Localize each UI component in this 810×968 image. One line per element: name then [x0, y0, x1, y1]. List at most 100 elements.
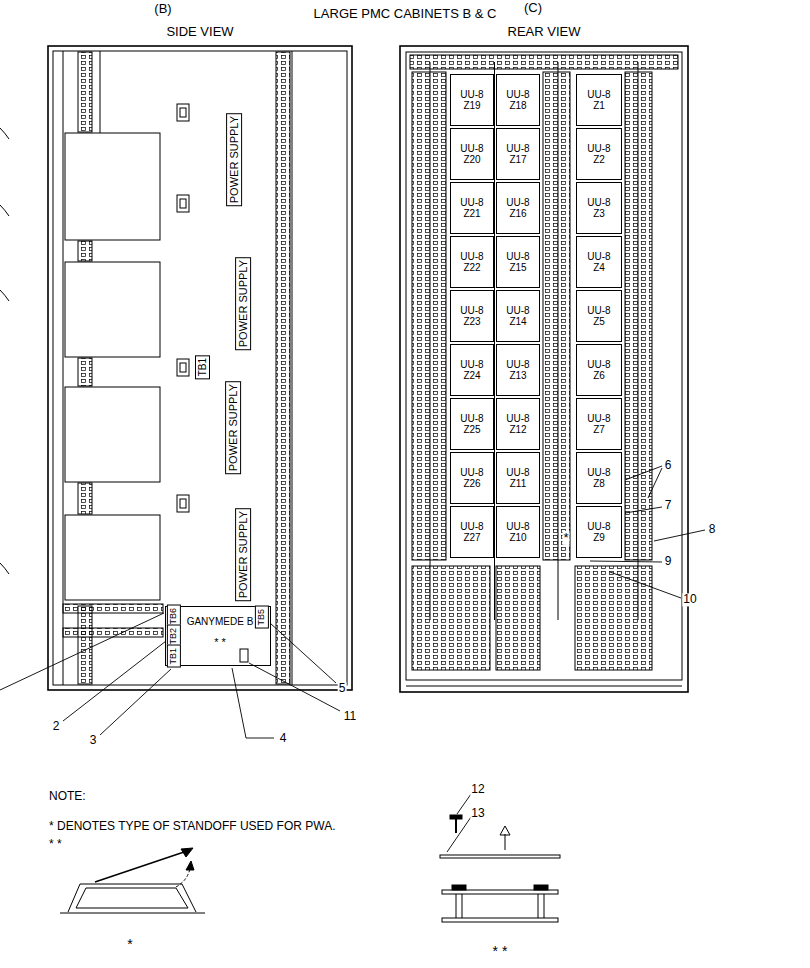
pwa-board: UU-8 Z15: [496, 236, 540, 288]
pwa-board: UU-8 Z4: [576, 236, 622, 288]
callout-label: * *: [492, 944, 509, 959]
part-label: POWER SUPPLY: [227, 384, 239, 471]
pwa-board: UU-8 Z12: [496, 398, 540, 450]
part-label: UU-8 Z14: [501, 305, 535, 328]
part-label: UU-8 Z2: [582, 143, 616, 166]
part-label: UU-8 Z3: [582, 197, 616, 220]
note-text: * *: [48, 838, 63, 851]
part-label: TB5: [257, 609, 267, 626]
part-label: UU-8 Z19: [455, 89, 489, 112]
pwa-board: UU-8 Z5: [576, 290, 622, 342]
pwa-board: UU-8 Z21: [450, 182, 494, 234]
part-label: UU-8 Z9: [582, 521, 616, 544]
pwa-board: UU-8 Z11: [496, 452, 540, 504]
part-label: POWER SUPPLY: [237, 511, 249, 598]
callout-label: (B): [153, 2, 172, 16]
pwa-board: UU-8 Z16: [496, 182, 540, 234]
part-label: TB2: [169, 628, 179, 645]
callout-label: *: [126, 937, 133, 952]
pwa-board: UU-8 Z3: [576, 182, 622, 234]
cabinet-view: SIDE VIEWPOWER SUPPLYPOWER SUPPLYPOWER S…: [48, 46, 352, 690]
pwa-board: UU-8 Z23: [450, 290, 494, 342]
part-label: UU-8 Z26: [455, 467, 489, 490]
view-heading: SIDE VIEW: [48, 25, 352, 40]
part-label: UU-8 Z10: [501, 521, 535, 544]
part-label: UU-8 Z22: [455, 251, 489, 274]
part-label: POWER SUPPLY: [228, 116, 240, 203]
note-text: * DENOTES TYPE OF STANDOFF USED FOR PWA.: [48, 820, 336, 833]
pwa-board: UU-8 Z10: [496, 506, 540, 558]
terminal-block: TB6: [167, 605, 181, 628]
cabinet-view: REAR VIEWUU-8 Z19UU-8 Z18UU-8 Z1UU-8 Z20…: [400, 46, 688, 692]
pwa-board: UU-8 Z22: [450, 236, 494, 288]
part-label: UU-8 Z12: [501, 413, 535, 436]
part-label: UU-8 Z13: [501, 359, 535, 382]
pwa-board: UU-8 Z1: [576, 74, 622, 126]
power-supply: POWER SUPPLY: [226, 113, 242, 206]
drawing-title: LARGE PMC CABINETS B & C: [313, 7, 498, 21]
callout-label: 10: [682, 593, 697, 606]
callout-label: 5: [338, 682, 347, 695]
callout-label: 12: [470, 783, 485, 796]
part-label: UU-8 Z15: [501, 251, 535, 274]
callout-label: 13: [470, 807, 485, 820]
power-supply: POWER SUPPLY: [235, 508, 251, 601]
power-supply: POWER SUPPLY: [235, 257, 251, 350]
part-label: TB1: [197, 358, 208, 376]
part-label: UU-8 Z25: [455, 413, 489, 436]
pwa-board: UU-8 Z13: [496, 344, 540, 396]
part-label: UU-8 Z27: [455, 521, 489, 544]
terminal-block: TB5: [255, 606, 269, 629]
callout-label: (C): [523, 1, 543, 15]
part-label: TB6: [169, 608, 179, 625]
callout-label: 3: [89, 734, 98, 747]
part-label: UU-8 Z6: [582, 359, 616, 382]
part-label: * *: [184, 636, 256, 649]
part-label: UU-8 Z21: [455, 197, 489, 220]
part-label: UU-8 Z23: [455, 305, 489, 328]
part-label: UU-8 Z8: [582, 467, 616, 490]
part-label: GANYMEDE B: [184, 616, 256, 628]
callout-label: *: [562, 531, 569, 545]
pwa-board: UU-8 Z25: [450, 398, 494, 450]
pwa-board: UU-8 Z24: [450, 344, 494, 396]
part-label: UU-8 Z17: [501, 143, 535, 166]
part-label: UU-8 Z11: [501, 467, 535, 490]
pwa-board: UU-8 Z27: [450, 506, 494, 558]
callout-label: 11: [343, 710, 357, 723]
power-supply: POWER SUPPLY: [225, 381, 241, 474]
pwa-board: UU-8 Z14: [496, 290, 540, 342]
pwa-board: UU-8 Z2: [576, 128, 622, 180]
ganymede-board: GANYMEDE B * * TB6 TB5TB2TB1: [165, 606, 271, 666]
terminal-block: TB1: [167, 645, 181, 668]
part-label: TB1: [169, 648, 179, 665]
part-label: UU-8 Z24: [455, 359, 489, 382]
callout-label: 7: [664, 499, 673, 512]
pwa-board: UU-8 Z18: [496, 74, 540, 126]
part-label: UU-8 Z4: [582, 251, 616, 274]
part-label: UU-8 Z16: [501, 197, 535, 220]
pwa-board: UU-8 Z9: [576, 506, 622, 558]
callout-label: 2: [52, 720, 61, 733]
terminal-block: TB2: [167, 625, 181, 648]
pwa-board: UU-8 Z8: [576, 452, 622, 504]
callout-label: 6: [664, 459, 673, 472]
pwa-board: UU-8 Z7: [576, 398, 622, 450]
terminal-block: TB1: [195, 355, 210, 379]
part-label: UU-8 Z7: [582, 413, 616, 436]
pwa-board: UU-8 Z26: [450, 452, 494, 504]
part-label: UU-8 Z1: [582, 89, 616, 112]
callout-label: 8: [708, 523, 717, 536]
note-text: NOTE:: [48, 790, 87, 803]
callout-label: 9: [664, 555, 673, 568]
part-label: UU-8 Z5: [582, 305, 616, 328]
pwa-board: UU-8 Z17: [496, 128, 540, 180]
part-label: UU-8 Z18: [501, 89, 535, 112]
pwa-board: UU-8 Z6: [576, 344, 622, 396]
part-label: POWER SUPPLY: [237, 260, 249, 347]
view-heading: REAR VIEW: [400, 25, 688, 40]
callout-label: 4: [279, 732, 288, 745]
pwa-board: UU-8 Z19: [450, 74, 494, 126]
pwa-board: UU-8 Z20: [450, 128, 494, 180]
